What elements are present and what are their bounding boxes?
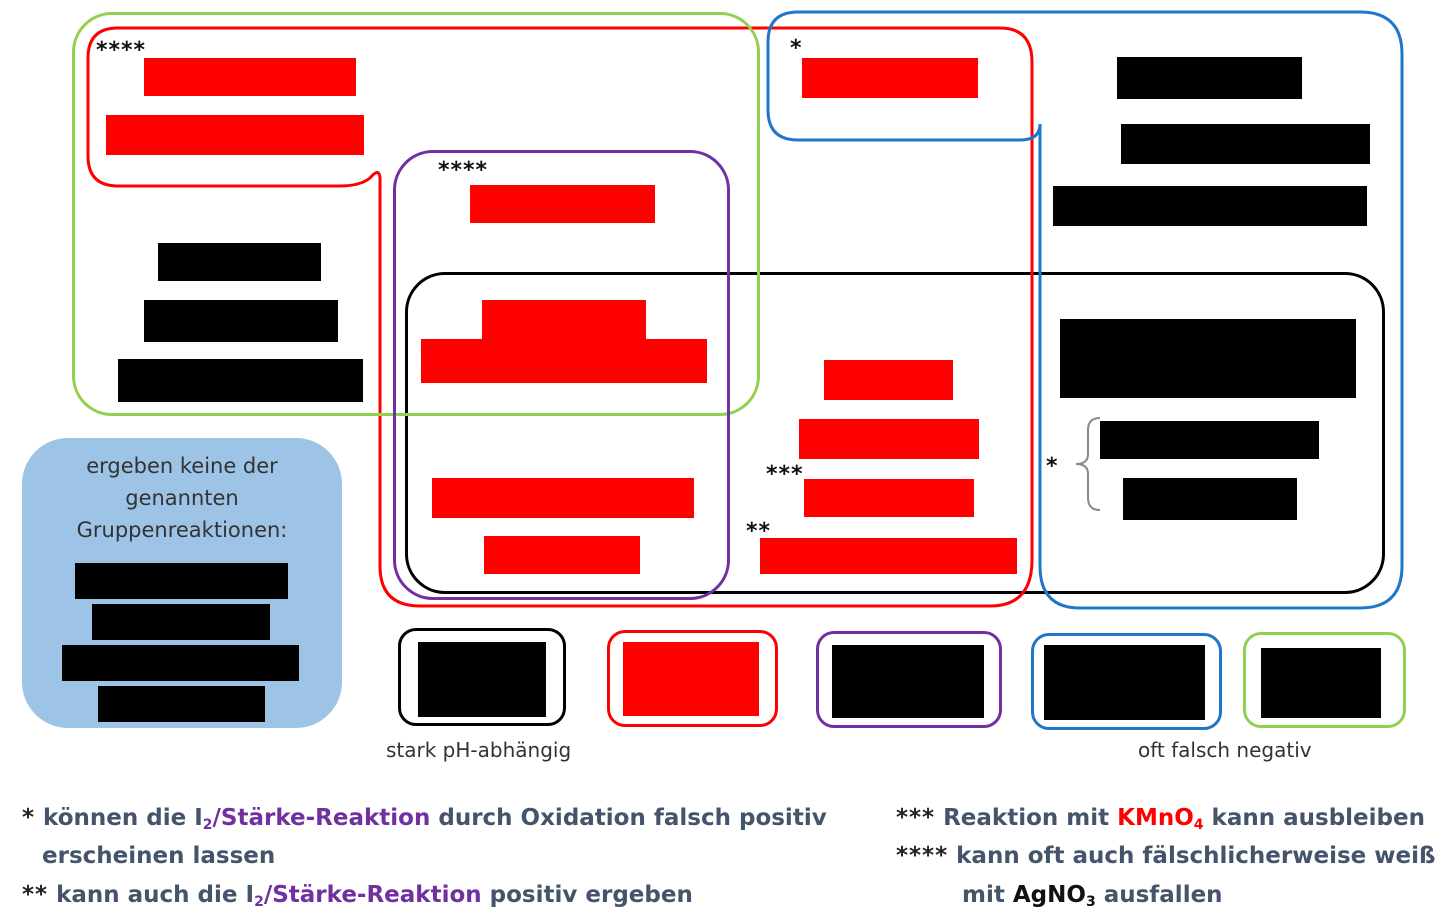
red-bar [760,538,1017,574]
footnote-4: **** kann oft auch fälschlicherweise wei… [896,841,1436,871]
legend-box-black [398,628,566,726]
footnote-1-mark: * [22,805,36,831]
black-bar [62,645,299,681]
red-bar [802,58,978,98]
legend-box-blue [1031,633,1222,730]
footnote-4-reagent: AgNO [1012,882,1086,908]
footnote-4-pre: kann oft auch fälschlicherweise weiß [948,843,1436,869]
footnote-1-sub: 2 [202,817,213,833]
black-bar [832,645,984,718]
black-bar [158,243,321,281]
black-bar [1121,124,1370,164]
red-bar [482,300,646,342]
footnote-1: * können die I2/Stärke-Reaktion durch Ox… [22,803,827,840]
black-bar [418,642,546,717]
red-bar [804,479,974,517]
footnote-2-sub: 2 [254,894,264,910]
group-frame-green [72,12,760,416]
black-bar [75,563,288,599]
legend-box-red [607,630,778,727]
footnote-1-pre: können die I [35,805,203,831]
blue-outline-path [766,10,1404,610]
black-bar [1060,319,1356,398]
black-bar [1044,645,1205,720]
footnote-1-post: durch Oxidation falsch positiv [430,805,827,831]
legend-box-purple [816,631,1002,728]
red-outline-path [86,26,1034,608]
footnote-3-reagent: KMnO [1117,805,1194,831]
footnote-4-line2: mit AgNO3 ausfallen [962,880,1223,917]
footnote-3-mark: *** [896,805,936,831]
black-bar [144,300,338,342]
marker-three-stars: *** [766,462,804,487]
red-bar [144,58,356,96]
black-bar [1117,57,1302,99]
footnote-3: *** Reaktion mit KMnO4 kann ausbleiben [896,803,1425,840]
group-frame-purple [393,150,730,600]
red-bar [432,478,694,518]
black-bar [1123,478,1297,520]
no-reaction-text: ergeben keine der genannten Gruppenreakt… [76,454,288,542]
footnote-3-sub: 4 [1193,817,1204,833]
marker-four-stars: **** [438,158,489,183]
footnote-2-mark: ** [22,882,49,908]
curly-brace-icon [1075,417,1101,511]
footnote-4-line2-pre: mit [962,882,1013,908]
footnote-3-post: kann ausbleiben [1203,805,1425,831]
red-bar [623,642,759,716]
black-bar [98,686,265,722]
footnote-2: ** kann auch die I2/Stärke-Reaktion posi… [22,880,693,917]
legend-caption-ph: stark pH-abhängig [386,738,572,762]
footnote-1-highlight: /Stärke-Reaktion [212,805,431,831]
red-bar [421,339,707,383]
footnote-2-highlight: /Stärke-Reaktion [263,882,482,908]
footnote-4-line2-post: ausfallen [1095,882,1223,908]
marker-four-stars: **** [96,38,147,63]
black-bar [92,604,270,640]
group-frame-black [405,272,1385,594]
black-bar [118,359,363,402]
red-bar [484,536,640,574]
footnote-2-post: positiv ergeben [481,882,693,908]
legend-caption-false-negative: oft falsch negativ [1138,738,1312,762]
footnote-2-pre: kann auch die I [48,882,255,908]
footnote-1-line2: erscheinen lassen [42,843,276,869]
red-bar [106,115,364,155]
black-bar [1261,648,1381,718]
footnote-4-mark: **** [896,843,949,869]
marker-one-star: * [1046,454,1059,479]
black-bar [1100,421,1319,459]
black-bar [1053,186,1367,226]
red-bar [824,360,953,400]
footnote-4-sub: 3 [1085,894,1096,910]
red-bar [470,185,655,223]
marker-two-stars: ** [746,519,772,544]
legend-box-green [1243,632,1406,728]
red-bar [799,419,979,459]
footnote-3-pre: Reaktion mit [935,805,1118,831]
marker-one-star: * [790,36,803,61]
